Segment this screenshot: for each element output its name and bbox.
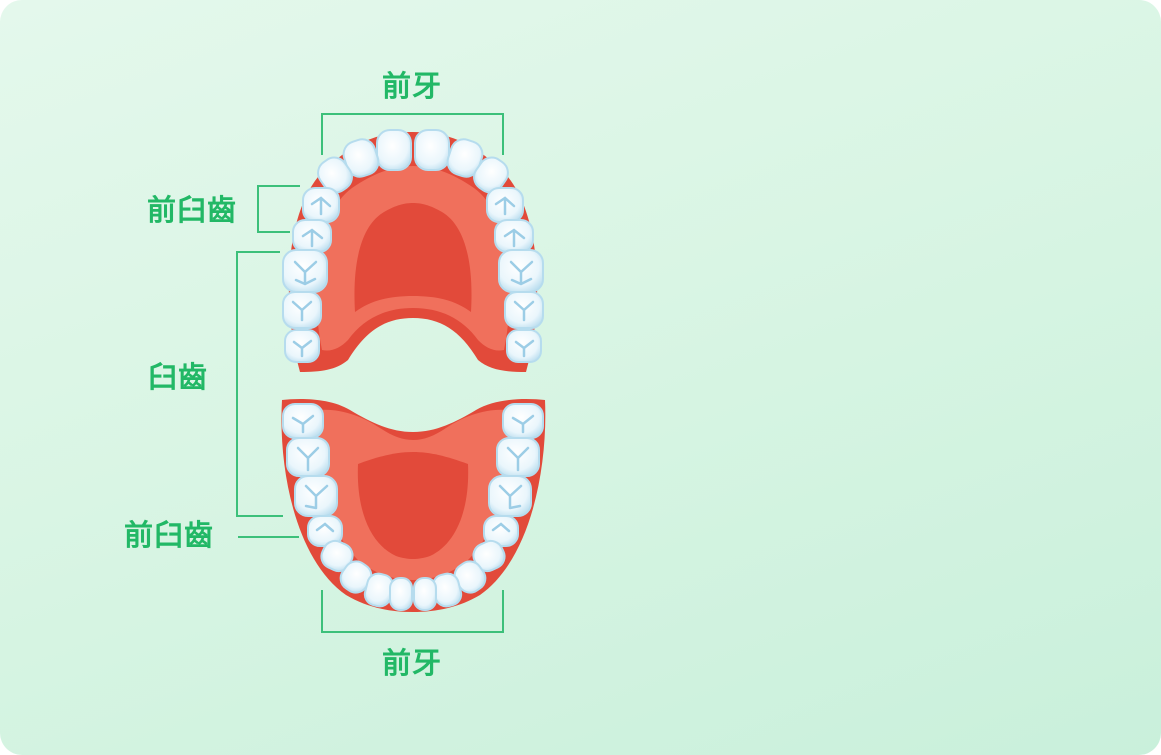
bracket-molar bbox=[236, 251, 283, 517]
lower-jaw-icon bbox=[281, 399, 546, 612]
upper-molars bbox=[282, 249, 544, 363]
label-molar: 臼齒 bbox=[148, 360, 209, 394]
bracket-lines bbox=[236, 113, 504, 633]
upper-front-teeth bbox=[317, 129, 509, 194]
label-premolar-top: 前臼齒 bbox=[147, 193, 238, 227]
upper-palate-inner bbox=[354, 203, 472, 312]
lower-premolars bbox=[307, 515, 519, 573]
bracket-premolar-top bbox=[257, 185, 300, 233]
label-front-teeth-bottom: 前牙 bbox=[382, 646, 443, 680]
label-front-teeth-top: 前牙 bbox=[382, 69, 443, 103]
label-premolar-bottom: 前臼齒 bbox=[124, 518, 215, 552]
upper-jaw-icon bbox=[282, 129, 544, 372]
upper-premolars bbox=[292, 187, 534, 253]
lower-molars bbox=[282, 403, 544, 517]
bracket-front-bottom bbox=[321, 590, 504, 633]
bracket-front-top bbox=[321, 113, 504, 155]
lower-front-teeth bbox=[339, 560, 487, 611]
lower-tongue-inner bbox=[357, 452, 469, 559]
